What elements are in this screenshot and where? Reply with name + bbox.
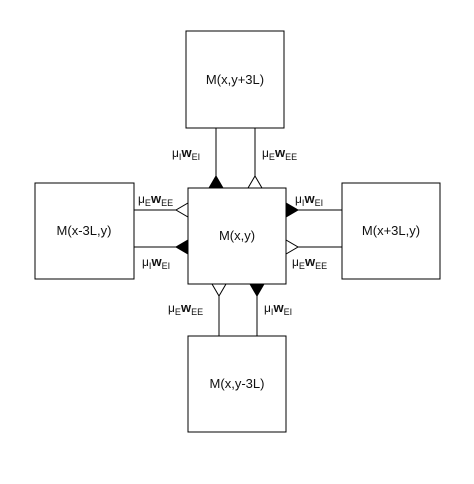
weight-label-right-top: μIwEI (295, 191, 323, 208)
excitatory-arrowhead (285, 239, 299, 255)
node-center-box (187, 187, 287, 285)
node-top-label: M(x,y+3L) (206, 72, 264, 87)
weight-label-bottom-right: μIwEI (264, 300, 292, 317)
excitatory-arrowhead (175, 202, 189, 218)
weight-label-left-top: μEwEE (138, 191, 173, 208)
weight-label-right-bottom: μEwEE (292, 254, 327, 271)
excitatory-arrowhead (211, 283, 227, 297)
node-left-box (34, 182, 135, 280)
node-bottom-box (187, 335, 287, 433)
node-left-label: M(x-3L,y) (57, 223, 112, 238)
inhibitory-arrowhead (285, 202, 299, 218)
weight-label-top-left: μIwEI (172, 145, 200, 162)
inhibitory-arrowhead (249, 283, 265, 297)
inhibitory-arrowhead (208, 175, 224, 189)
excitatory-arrowhead (247, 175, 263, 189)
weight-label-top-right: μEwEE (262, 145, 297, 162)
inhibitory-arrowhead (175, 239, 189, 255)
weight-label-bottom-left: μEwEE (168, 300, 203, 317)
node-bottom-label: M(x,y-3L) (210, 376, 265, 391)
node-top-box (185, 30, 285, 129)
node-right-box (341, 182, 441, 280)
weight-label-left-bottom: μIwEI (142, 254, 170, 271)
node-center-label: M(x,y) (219, 228, 255, 243)
node-right-label: M(x+3L,y) (362, 223, 420, 238)
